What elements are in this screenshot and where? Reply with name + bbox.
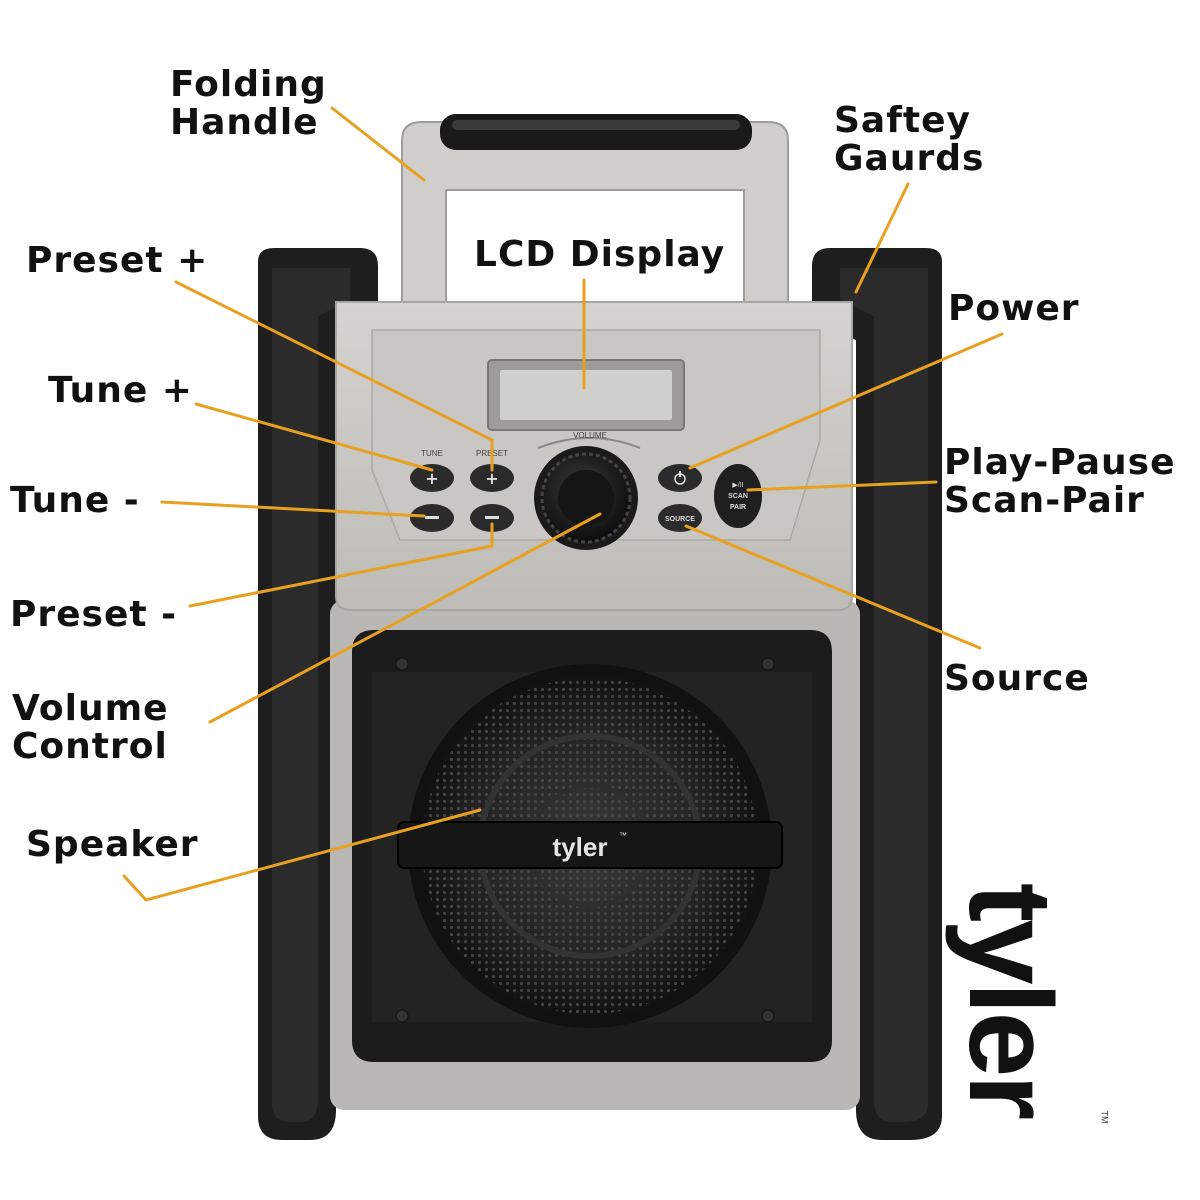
callout-volume-control: Volume Control [12, 690, 169, 766]
leader-volume-control [208, 512, 602, 724]
grille-brand-strap: tyler ™ [397, 821, 783, 869]
play-pause-scan-pair-button[interactable]: ▶/II SCAN PAIR [714, 464, 762, 528]
tune-panel-label: TUNE [421, 449, 443, 458]
leader-preset-minus [188, 522, 494, 608]
scan-pair-line-3: PAIR [730, 504, 746, 511]
folding-handle [401, 114, 789, 311]
callout-folding-handle-line-1: Folding [170, 64, 327, 105]
callout-source: Source [944, 658, 1090, 699]
source-button-label: SOURCE [665, 516, 695, 523]
svg-text:+: + [485, 469, 498, 488]
leader-safety-guards [854, 182, 910, 294]
callout-safety-guards: Saftey Gaurds [834, 102, 984, 178]
preset-plus-button[interactable]: + [470, 464, 514, 492]
volume-panel-label: VOLUME [573, 431, 607, 440]
callout-safety-guards-line-2: Gaurds [834, 138, 985, 179]
leader-folding-handle [330, 106, 426, 182]
callout-speaker: Speaker [26, 824, 199, 865]
leader-tune-minus [160, 500, 426, 518]
callout-folding-handle-line-2: Handle [170, 102, 319, 143]
tune-plus-button[interactable]: + [410, 464, 454, 492]
callout-volume-control-line-1: Volume [12, 688, 169, 729]
callout-play-pause-line-2: Scan-Pair [944, 480, 1145, 521]
callout-safety-guards-line-1: Saftey [834, 100, 971, 141]
volume-arc [537, 437, 641, 449]
callout-preset-plus: Preset + [26, 240, 209, 281]
leader-power [688, 332, 1004, 470]
source-button[interactable]: SOURCE [658, 504, 702, 532]
callout-lcd-display: LCD Display [474, 234, 726, 275]
callout-tune-minus: Tune - [10, 480, 140, 521]
svg-text:+: + [425, 469, 438, 488]
callout-power: Power [948, 288, 1080, 329]
scan-pair-line-2: SCAN [728, 493, 748, 500]
grille-brand-text: tyler [553, 832, 608, 862]
preset-minus-button[interactable] [470, 504, 514, 532]
callout-preset-minus: Preset - [10, 594, 178, 635]
leader-play-pause [746, 480, 938, 492]
tyler-logo: tyler [944, 882, 1076, 1118]
callout-folding-handle: Folding Handle [170, 66, 327, 142]
grille-brand-tm: ™ [619, 831, 627, 840]
leader-preset-plus [174, 280, 494, 472]
callout-volume-control-line-2: Control [12, 726, 168, 767]
lcd-display [487, 359, 685, 431]
power-button[interactable] [658, 464, 702, 492]
callout-play-pause-line-1: Play-Pause [944, 442, 1176, 483]
callout-lines [122, 106, 1004, 902]
tune-minus-button[interactable] [410, 504, 454, 532]
tyler-logo-tm: TM [1099, 1110, 1110, 1124]
leader-speaker [122, 808, 482, 902]
callout-play-pause-scan-pair: Play-Pause Scan-Pair [944, 444, 1176, 520]
volume-knob[interactable] [534, 446, 638, 550]
safety-guards [258, 248, 942, 1140]
callout-tune-plus: Tune + [48, 370, 193, 411]
leader-tune-plus [194, 402, 434, 472]
scan-pair-line-1: ▶/II [732, 482, 743, 489]
leader-source [684, 524, 982, 650]
